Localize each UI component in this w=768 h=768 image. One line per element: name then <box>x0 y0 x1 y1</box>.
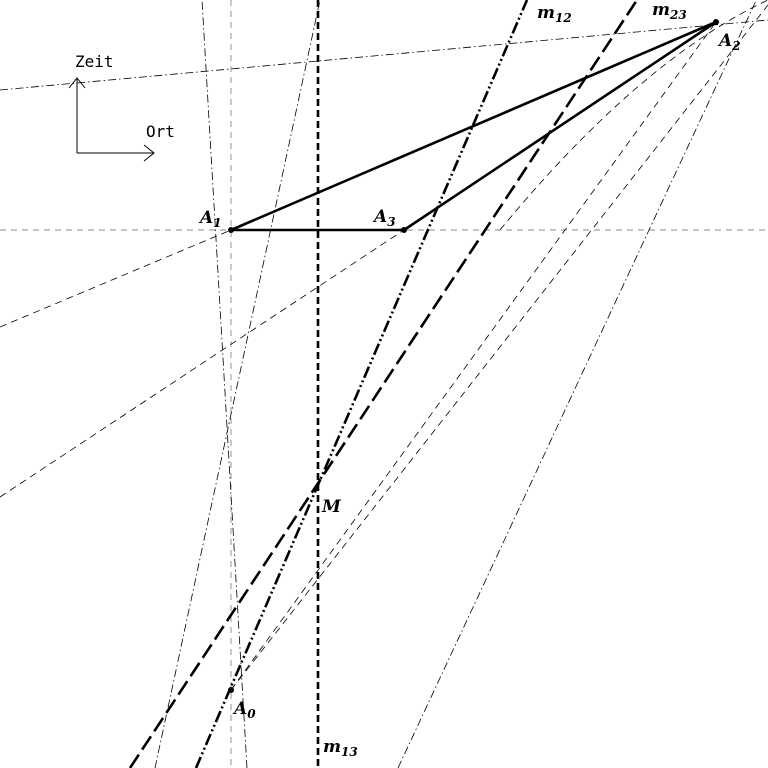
point-a1 <box>228 227 234 233</box>
construction-line-a1-a2-dashdot <box>0 19 768 91</box>
construction-line-a3-left-dashed <box>0 229 405 498</box>
place-axis-arrowhead <box>143 144 155 162</box>
label-m23: m23 <box>652 0 687 22</box>
point-a0 <box>228 687 234 693</box>
place-axis-label: Ort <box>146 122 175 141</box>
point-a3 <box>401 227 407 233</box>
label-m13: m13 <box>323 737 358 759</box>
time-axis-arrowhead <box>68 77 86 89</box>
construction-line-a0-a2-dashed <box>230 21 717 691</box>
construction-line-right-dashdot <box>397 0 757 768</box>
construction-line-a1-dashdot <box>154 0 321 768</box>
label-a1: A1 <box>198 208 222 230</box>
label-a2: A2 <box>717 31 741 53</box>
bisector-m12 <box>194 0 529 768</box>
label-a0: A0 <box>232 699 256 721</box>
label-m: M <box>321 497 342 517</box>
construction-line-m-dashed <box>230 4 768 691</box>
time-axis-label: Zeit <box>75 52 114 71</box>
point-a2 <box>713 19 719 25</box>
worldline-a3-a2 <box>403 20 717 232</box>
label-a3: A3 <box>372 207 396 229</box>
construction-line-a0-a1-dashdot <box>201 0 248 768</box>
construction-line-a1-left-dashed <box>0 229 232 328</box>
label-m12: m12 <box>537 3 572 25</box>
construction-curve-a2-dashed <box>499 0 768 231</box>
bisector-m23 <box>128 0 639 768</box>
worldline-a1-a2 <box>230 20 717 232</box>
